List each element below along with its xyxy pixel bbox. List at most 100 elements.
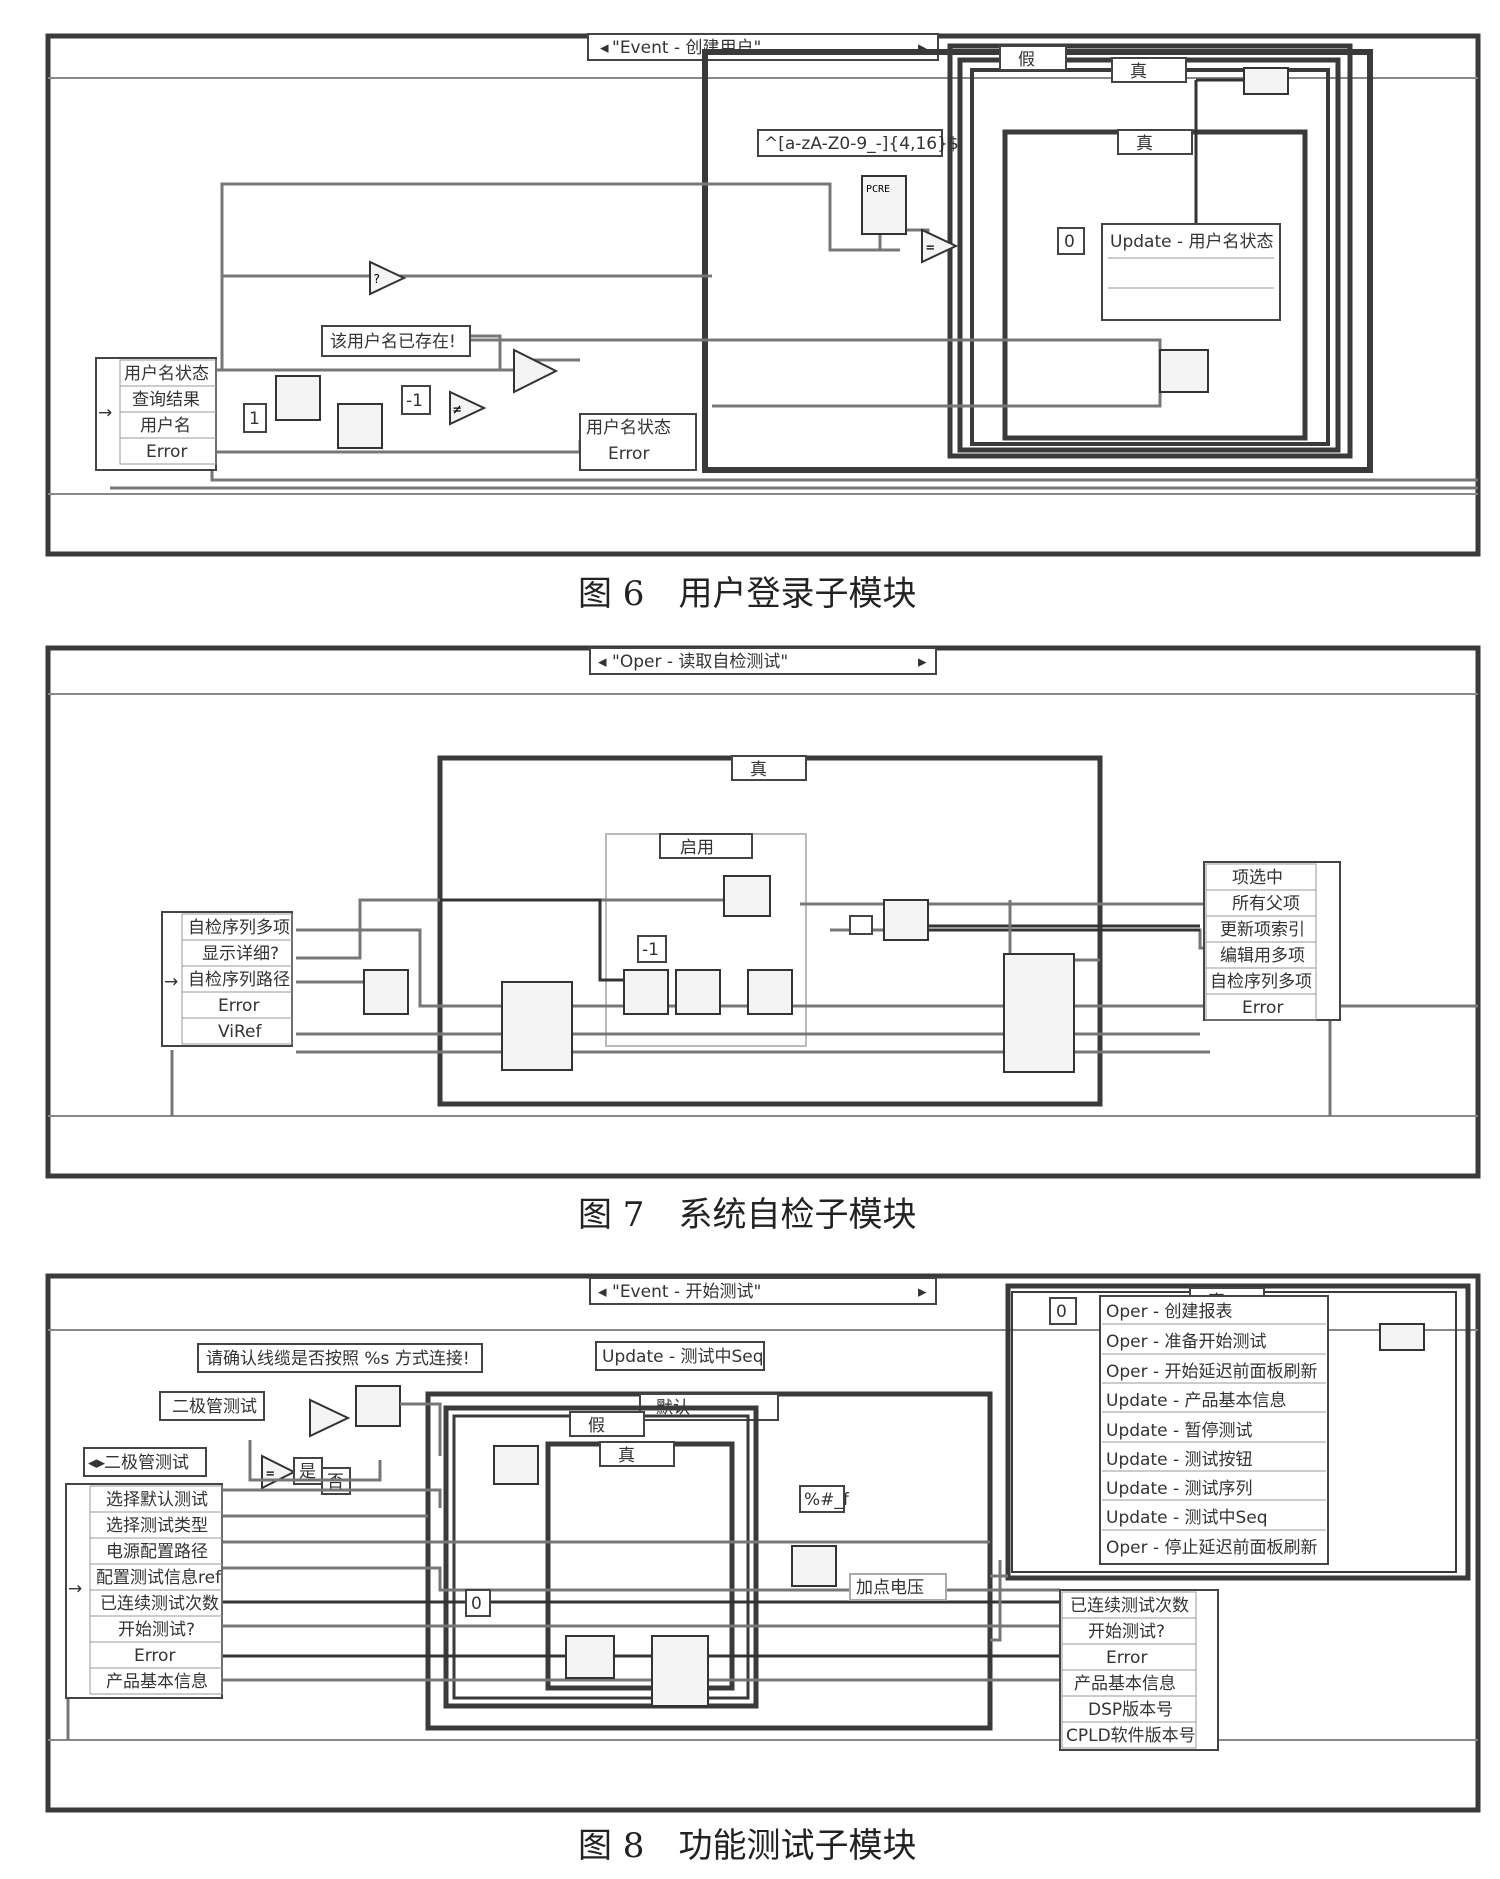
svg-text:=: = bbox=[926, 240, 934, 256]
fig8-format-message: 请确认线缆是否按照 %s 方式连接! bbox=[206, 1349, 470, 1369]
fig8-yes: 是 bbox=[299, 1462, 316, 1482]
svg-text:▸: ▸ bbox=[918, 38, 927, 58]
svg-text:◂▸: ◂▸ bbox=[88, 1453, 106, 1473]
fig7-output-item: 自检序列多项 bbox=[1210, 972, 1312, 992]
fig7-output-item: 项选中 bbox=[1232, 868, 1283, 888]
figure-8: ◂▸ "Event - 开始测试" 真 0 Oper - 创建报表 Oper -… bbox=[45, 1273, 1481, 1813]
fig8-output-item: 产品基本信息 bbox=[1074, 1674, 1176, 1694]
fig8-enum-selector[interactable] bbox=[83, 1447, 207, 1477]
fig7-event-node-right bbox=[1003, 953, 1075, 1073]
fig7-output-item: 所有父项 bbox=[1232, 894, 1300, 914]
svg-text:→: → bbox=[68, 1579, 82, 1599]
fig7-minus-one: -1 bbox=[642, 940, 659, 960]
fig8-input-item: 选择默认测试 bbox=[106, 1490, 208, 1510]
fig8-queue-item: Oper - 创建报表 bbox=[1106, 1302, 1233, 1322]
fig8-output-item: CPLD软件版本号 bbox=[1066, 1726, 1196, 1746]
fig7-event-selector[interactable] bbox=[589, 647, 937, 675]
fig7-close-file-node bbox=[747, 969, 793, 1015]
fig7-property-node bbox=[883, 899, 929, 941]
fig8-queue-items: Oper - 创建报表 Oper - 准备开始测试 Oper - 开始延迟前面板… bbox=[1102, 1302, 1326, 1558]
fig8-select-node bbox=[309, 1398, 351, 1438]
fig8-output-item: 开始测试? bbox=[1088, 1622, 1165, 1642]
fig8-outer-frame bbox=[45, 1273, 1481, 1813]
fig8-event-selector[interactable] bbox=[589, 1277, 937, 1305]
svg-text:=: = bbox=[266, 1466, 274, 1482]
fig7-output-cluster-items: 项选中 所有父项 更新项索引 编辑用多项 自检序列多项 Error bbox=[1205, 863, 1317, 1021]
fig6-output-cluster bbox=[579, 413, 697, 471]
fig6-select2-node bbox=[513, 348, 559, 394]
fig6-input-cluster-items: 用户名状态 查询结果 用户名 Error bbox=[119, 359, 217, 465]
fig8-no: 否 bbox=[327, 1472, 344, 1492]
svg-text:→: → bbox=[98, 403, 112, 423]
fig8-enum-label: 二极管测试 bbox=[104, 1453, 189, 1473]
fig6-regex: ^[a-zA-Z0-9_-]{4,16}$ bbox=[764, 134, 959, 154]
fig8-input-item: 已连续测试次数 bbox=[100, 1594, 219, 1614]
fig6-minus-one: -1 bbox=[406, 391, 423, 411]
fig8-input-cluster bbox=[65, 1483, 223, 1699]
fig8-dialog-node bbox=[493, 1445, 539, 1485]
svg-text:▸: ▸ bbox=[918, 1282, 927, 1302]
fig7-event-node-left bbox=[501, 981, 573, 1071]
fig7-case-true-label: 真 bbox=[750, 760, 767, 780]
fig7-file-dialog-node bbox=[363, 969, 409, 1015]
fig7-output-item: 更新项索引 bbox=[1220, 920, 1305, 940]
fig6-zero: 0 bbox=[1064, 232, 1075, 252]
fig6-case-true-outer-label: 真 bbox=[1130, 62, 1147, 82]
svg-text:◂: ◂ bbox=[598, 652, 607, 672]
svg-text:≠: ≠ bbox=[453, 402, 461, 418]
fig7-write-node bbox=[675, 969, 721, 1015]
fig8-format-number-node bbox=[565, 1635, 615, 1679]
fig6-message: 该用户名已存在! bbox=[330, 332, 456, 352]
fig6-output-item: 用户名状态 bbox=[586, 418, 671, 438]
fig6-input-item: Error bbox=[146, 442, 187, 462]
fig7-input-cluster bbox=[161, 911, 293, 1047]
fig8-input-item: 选择测试类型 bbox=[106, 1516, 208, 1536]
fig7-input-item: 自检序列路径 bbox=[188, 970, 290, 990]
fig7-input-item: 自检序列多项 bbox=[188, 918, 290, 938]
fig8-input-item: Error bbox=[134, 1646, 175, 1666]
fig8-format-string: %#_f bbox=[804, 1490, 850, 1510]
fig6-match-regex-node bbox=[861, 175, 907, 235]
fig6-not-equal-node bbox=[449, 390, 487, 426]
fig8-right-case-frame bbox=[1005, 1283, 1471, 1581]
fig8-caption: 图 8 功能测试子模块 bbox=[578, 1826, 916, 1866]
fig8-case-true-inner-label: 真 bbox=[618, 1446, 635, 1466]
fig8-queue-item: Update - 暂停测试 bbox=[1106, 1421, 1253, 1441]
fig7-event-label: "Oper - 读取自检测试" bbox=[612, 652, 788, 672]
fig8-queue-item: Update - 测试中Seq bbox=[1106, 1508, 1268, 1528]
fig6-input-item: 用户名 bbox=[140, 416, 191, 436]
fig6-output-item: Error bbox=[608, 444, 649, 464]
fig7-input-item: 显示详细? bbox=[202, 944, 279, 964]
fig8-input-item: 开始测试? bbox=[118, 1620, 195, 1640]
svg-text:◂: ◂ bbox=[598, 1282, 607, 1302]
fig6-queue-node bbox=[1243, 67, 1289, 95]
fig6-equal-node bbox=[921, 228, 959, 264]
fig8-table-node bbox=[651, 1635, 709, 1707]
svg-text:◂: ◂ bbox=[600, 38, 609, 58]
fig7-output-item: Error bbox=[1242, 998, 1283, 1018]
fig8-output-item: Error bbox=[1106, 1648, 1147, 1668]
fig8-output-item: DSP版本号 bbox=[1088, 1700, 1173, 1720]
fig8-queue-item: Update - 产品基本信息 bbox=[1106, 1391, 1287, 1411]
fig8-queue-node bbox=[1379, 1323, 1425, 1351]
fig7-output-item: 编辑用多项 bbox=[1220, 946, 1305, 966]
fig8-event-label: "Event - 开始测试" bbox=[612, 1282, 761, 1302]
fig8-diode-const bbox=[159, 1391, 265, 1421]
fig6-event-selector[interactable] bbox=[587, 33, 939, 61]
fig8-zero: 0 bbox=[471, 1594, 482, 1614]
fig6-select-node bbox=[369, 260, 407, 296]
fig8-input-item: 电源配置路径 bbox=[106, 1542, 208, 1562]
fig7-tree-node bbox=[723, 875, 771, 917]
fig7-input-item: ViRef bbox=[218, 1022, 262, 1042]
fig8-case-false-label: 假 bbox=[588, 1416, 605, 1436]
fig8-format-message-const bbox=[197, 1343, 483, 1373]
fig8-property-node bbox=[791, 1545, 837, 1587]
fig8-update-label: Update - 测试中Seq bbox=[602, 1347, 764, 1367]
fig6-one: 1 bbox=[249, 409, 260, 429]
fig8-diode-label: 二极管测试 bbox=[172, 1397, 257, 1417]
fig6-caption: 图 6 用户登录子模块 bbox=[578, 574, 916, 614]
fig8-input-cluster-items: 选择默认测试 选择测试类型 电源配置路径 配置测试信息ref 已连续测试次数 开… bbox=[89, 1485, 223, 1695]
fig6-message-const bbox=[321, 325, 471, 357]
fig7-new-file-node bbox=[623, 969, 669, 1015]
